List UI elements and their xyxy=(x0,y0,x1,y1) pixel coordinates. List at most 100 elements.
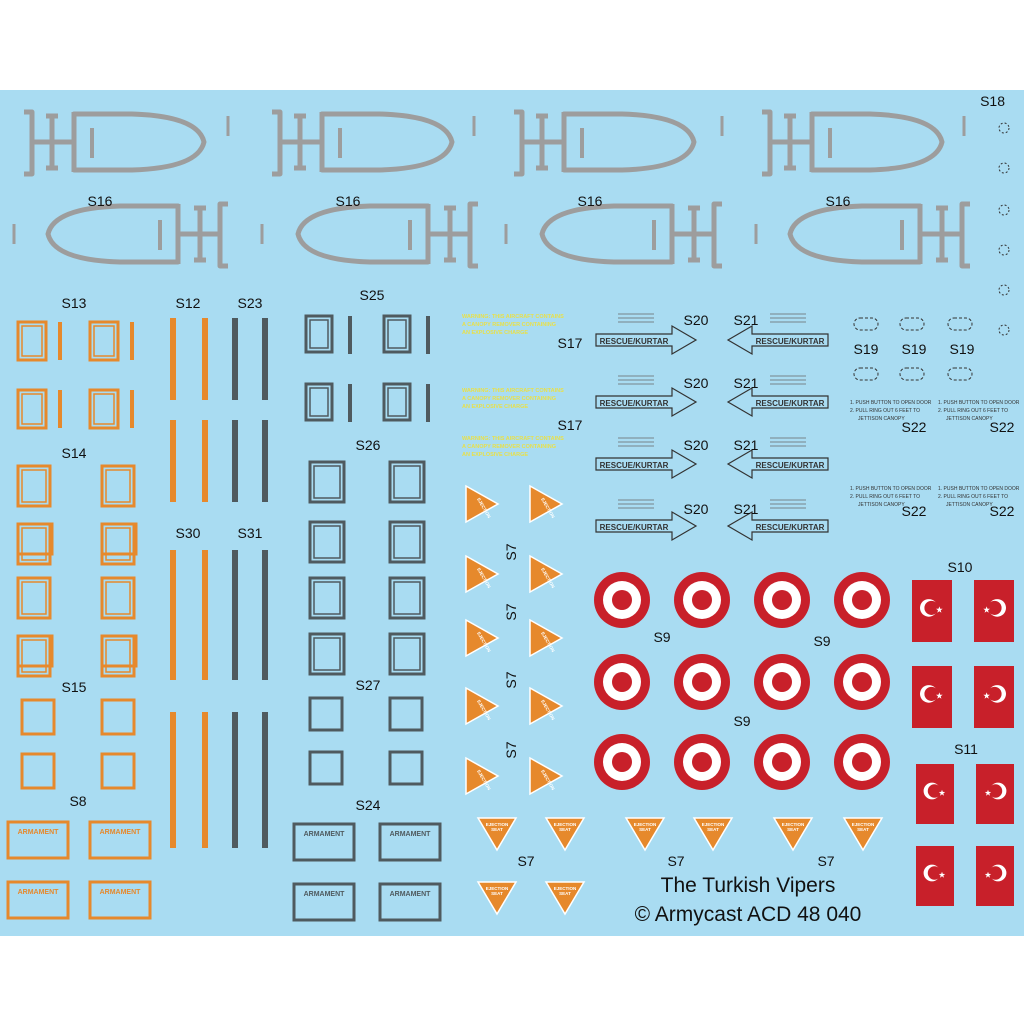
armament-box xyxy=(292,822,356,862)
ejection-triangle xyxy=(842,817,884,852)
stripe xyxy=(170,318,176,400)
frame-outline xyxy=(16,388,48,430)
flag-crescent-inner xyxy=(927,784,942,798)
ejection-triangle xyxy=(772,817,814,852)
frame-inner xyxy=(309,387,329,417)
stripe xyxy=(202,318,208,400)
ejection-text: EJECTION xyxy=(486,886,509,891)
ejection-triangle xyxy=(529,618,564,658)
decal-label-s20: S20 xyxy=(684,375,709,391)
frame-outline xyxy=(100,522,138,556)
decal-label-s21: S21 xyxy=(734,501,759,517)
frame-inner xyxy=(313,465,341,499)
canopy-instruction: 2. PULL RING OUT 6 FEET TO xyxy=(850,494,920,500)
ejection-text: SEAT xyxy=(857,827,869,832)
ejection-triangle xyxy=(465,554,500,594)
warning-text: WARNING: THIS AIRCRAFT CONTAINS xyxy=(462,314,564,320)
canopy-frame xyxy=(762,109,945,177)
decal-label-s17: S17 xyxy=(558,417,583,433)
frame-bar xyxy=(426,316,430,354)
s19-oval xyxy=(947,367,973,381)
canopy-instruction: JETTISON CANOPY xyxy=(858,416,905,422)
canopy-outline xyxy=(762,109,945,177)
ejection-triangle xyxy=(529,686,564,726)
decal-label-s17: S17 xyxy=(558,335,583,351)
ejection-triangle xyxy=(529,756,564,796)
ejection-triangle xyxy=(624,817,666,852)
ejection-text: EJECTION xyxy=(702,822,725,827)
decal-label-s11: S11 xyxy=(954,741,978,757)
ejection-triangle xyxy=(692,817,734,852)
decal-label-s22: S22 xyxy=(902,503,927,519)
stripe xyxy=(202,550,208,680)
canopy-frame xyxy=(295,201,478,269)
roundel-center xyxy=(852,590,872,610)
frame-outline xyxy=(20,698,56,736)
frame-outline xyxy=(382,314,412,354)
decal-label-s20: S20 xyxy=(684,501,709,517)
decal-label-s9: S9 xyxy=(813,633,830,649)
rescue-text: RESCUE/KURTAR xyxy=(756,523,825,532)
rescue-text: RESCUE/KURTAR xyxy=(756,399,825,408)
decal-label-s19: S19 xyxy=(950,341,975,357)
canopy-frame xyxy=(24,109,207,177)
ejection-triangle xyxy=(529,554,564,594)
frame-inner xyxy=(387,387,407,417)
turkish-flag xyxy=(912,580,952,642)
canopy-frame xyxy=(787,201,970,269)
frame-bar xyxy=(348,316,352,354)
decal-label-s20: S20 xyxy=(684,437,709,453)
frame-inner xyxy=(393,581,421,615)
armament-box xyxy=(378,822,442,862)
s18-dot xyxy=(998,244,1010,256)
frame-inner xyxy=(393,465,421,499)
frame-inner xyxy=(93,393,115,425)
frame-outline xyxy=(388,750,424,786)
frame-inner xyxy=(93,325,115,357)
flag-crescent-inner xyxy=(987,686,1002,701)
frame-outline xyxy=(388,520,426,564)
armament-text: ARMAMENT xyxy=(304,831,346,838)
rescue-arrow xyxy=(595,386,698,418)
rescue-text: RESCUE/KURTAR xyxy=(600,461,669,470)
s19-oval xyxy=(899,367,925,381)
rescue-arrow xyxy=(595,324,698,356)
ejection-text: EJECTION xyxy=(554,886,577,891)
canopy-frame xyxy=(272,109,455,177)
frame-outline xyxy=(100,698,136,736)
frame-outline xyxy=(388,576,426,620)
decal-label-s16: S16 xyxy=(336,193,361,209)
roundel-center xyxy=(612,672,632,692)
frame-outline xyxy=(308,460,346,504)
flag-star xyxy=(983,692,990,699)
ejection-text: EJECTION xyxy=(486,822,509,827)
warning-text: A CANOPY REMOVER CONTAINING xyxy=(462,322,556,328)
frame-inner xyxy=(105,469,131,503)
canopy-instruction: 2. PULL RING OUT 6 FEET TO xyxy=(938,494,1008,500)
stripe xyxy=(262,712,268,848)
warning-text: AN EXPLOSIVE CHARGE xyxy=(462,452,528,458)
s18-dot xyxy=(998,324,1010,336)
flag-star xyxy=(936,606,943,613)
canopy-instruction: 1. PUSH BUTTON TO OPEN DOOR xyxy=(850,400,932,406)
flag-star xyxy=(983,606,990,613)
turkish-flag xyxy=(916,846,954,906)
frame-inner xyxy=(105,527,131,561)
frame-outline xyxy=(16,576,52,620)
turkish-flag xyxy=(912,666,952,728)
decal-label-s8: S8 xyxy=(69,793,86,809)
decal-label-s7: S7 xyxy=(517,853,534,869)
decal-label-s19: S19 xyxy=(854,341,879,357)
stripe xyxy=(170,550,176,680)
frame-outline xyxy=(304,382,334,422)
decal-label-s22: S22 xyxy=(990,503,1015,519)
frame-inner xyxy=(105,581,131,615)
canopy-outline xyxy=(514,109,697,177)
ejection-text: SEAT xyxy=(639,827,651,832)
roundel-center xyxy=(772,752,792,772)
flag-crescent-inner xyxy=(924,686,939,701)
rescue-text: RESCUE/KURTAR xyxy=(600,523,669,532)
